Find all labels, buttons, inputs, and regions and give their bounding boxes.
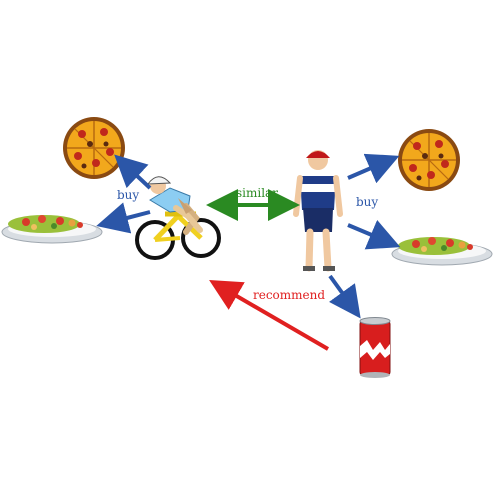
pizza-icon [397, 128, 461, 192]
recommend-label: recommend [253, 288, 325, 302]
buy-arrow-soda [328, 274, 361, 319]
buy-arrow-pizza-right [347, 153, 400, 184]
buy-label-right: buy [356, 195, 378, 209]
buy-arrow-salad-left [96, 202, 151, 234]
pizza-icon [62, 116, 126, 180]
salad-plate-icon [391, 236, 493, 266]
buy-label-left: buy [117, 188, 139, 202]
buy-arrow-pizza-left [114, 154, 152, 190]
recommend-arrow [209, 279, 330, 351]
similar-label: similar [236, 186, 278, 200]
cyclist-standing-icon [293, 150, 343, 272]
cyclist-on-bike-icon [135, 176, 221, 260]
salad-plate-icon [1, 214, 103, 244]
buy-arrow-salad-right [347, 219, 401, 250]
soda-can-icon [359, 317, 391, 379]
